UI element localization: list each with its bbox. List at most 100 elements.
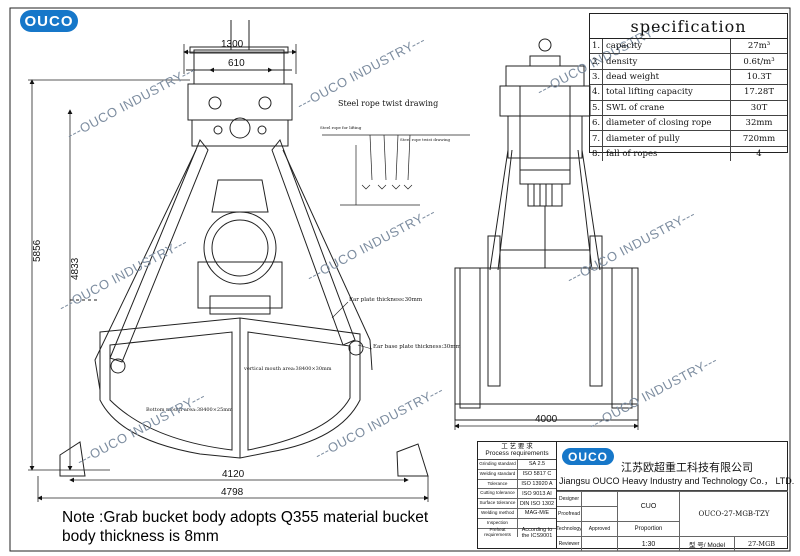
process-value: ISO 13920 A: [521, 480, 553, 487]
specification-table: specification 1.capacity 27m³ 2.density 0.…: [589, 13, 788, 162]
spec-value: 30T: [750, 102, 768, 113]
ear-base-label: Ear base plate thickness:30mm: [373, 344, 462, 350]
vertical-mouth-label: vertical mouth area:38400×30mm: [243, 366, 332, 372]
dim-total-height: 5856: [32, 239, 43, 262]
drawing-number: OUCO-27-MGB-TZY: [679, 491, 788, 536]
spec-no: 2.: [590, 54, 603, 69]
spec-no: 6.: [590, 115, 603, 131]
spec-name: density: [603, 54, 731, 69]
spec-value: 10.3T: [746, 71, 772, 82]
spec-name: total lifting capacity: [603, 85, 731, 100]
model-label: 型 号/ Model: [679, 536, 734, 551]
cell-empty: [581, 506, 617, 521]
company-name-en: Jiangsu OUCO Heavy Industry and Technolo…: [559, 476, 795, 486]
dim-inner-height: 4833: [70, 257, 81, 280]
process-key: Welding standard: [478, 469, 518, 479]
process-requirements-table: 工 艺 要 求 Process requirements Grinding st…: [477, 441, 557, 549]
process-row: Inspection: [478, 518, 556, 529]
cell-proofread: Proofread: [557, 506, 581, 521]
spec-value: 0.6t/m³: [743, 56, 775, 67]
spec-no: 8.: [590, 146, 603, 162]
process-key: Surface tolerance: [478, 499, 518, 508]
dim-top-width: 1300: [221, 39, 244, 50]
process-title-cn: 工 艺 要 求: [501, 443, 533, 450]
process-key: Grinding standard: [478, 460, 518, 469]
cell-empty: [581, 491, 617, 506]
title-block-logo: OUCO: [562, 448, 614, 465]
spec-row: 5.SWL of crane 30T: [590, 100, 787, 116]
spec-no: 1.: [590, 39, 603, 54]
spec-name: capacity: [603, 39, 731, 54]
process-value: ISO 5817 C: [522, 471, 552, 478]
watermark-text: ---OUCO INDUSTRY---: [312, 382, 445, 462]
process-header: 工 艺 要 求 Process requirements: [478, 442, 556, 460]
process-row: Welding standard ISO 5817 C: [478, 469, 556, 480]
process-row: Welding method MAG-M/E: [478, 508, 556, 519]
process-key: Tolerance: [478, 479, 518, 489]
ear-plate-label: Ear plate thickness:30mm: [349, 297, 423, 303]
cell-designer: Designer: [557, 491, 581, 506]
watermark-text: ---OUCO INDUSTRY---: [564, 206, 697, 286]
rope-drawing-title: Steel rope twist drawing: [338, 99, 438, 108]
company-name-cn: 江苏欧超重工科技有限公司: [621, 461, 753, 474]
spec-no: 7.: [590, 131, 603, 146]
spec-value: 4: [756, 148, 762, 159]
process-value: ISO 9013 AI: [522, 490, 552, 497]
process-title: Process requirements: [485, 450, 549, 457]
spec-title: specification: [590, 14, 787, 39]
spec-name: diameter of pully: [603, 131, 731, 146]
material-note: Note :Grab bucket body adopts Q355 mater…: [62, 509, 429, 545]
process-key: Inspection: [478, 518, 518, 528]
front-view: [59, 20, 429, 477]
spec-row: 7.diameter of pully 720mm: [590, 131, 787, 147]
rope-twist-detail: [322, 134, 470, 206]
dim-open-width: 4798: [221, 487, 244, 498]
cell-proportion: Proportion: [617, 521, 679, 536]
process-value: According to the ICS9001: [521, 526, 553, 539]
spec-row: 4.total lifting capacity 17.28T: [590, 85, 787, 101]
cell-reviewer: Reviewer: [557, 536, 581, 551]
cell-technology: Technology: [556, 521, 582, 536]
dim-side-width: 4000: [535, 414, 558, 425]
cell-approved: Approved: [581, 521, 617, 536]
dim-closed-width: 4120: [222, 469, 245, 480]
model-value: 27-MGB: [734, 536, 788, 551]
spec-no: 4.: [590, 85, 603, 100]
title-block-grid: Designer Proofread Technology Reviewer A…: [556, 490, 788, 551]
spec-no: 5.: [590, 100, 603, 115]
cell-scale: 1:30: [617, 536, 679, 551]
watermark-text: ---OUCO INDUSTRY---: [304, 204, 437, 284]
watermark-text: ---OUCO INDUSTRY---: [586, 352, 719, 432]
spec-name: SWL of crane: [603, 100, 731, 115]
process-key: Welding method: [478, 508, 518, 518]
process-value: MAG-M/E: [524, 510, 550, 517]
spec-value: 17.28T: [743, 87, 774, 98]
dim-top-inner-width: 610: [228, 58, 245, 69]
spec-value: 720mm: [742, 133, 776, 144]
cell-cuo: CUO: [617, 491, 679, 521]
title-block: OUCO 江苏欧超重工科技有限公司 Jiangsu OUCO Heavy Ind…: [556, 441, 794, 551]
brand-logo: OUCO: [20, 10, 78, 32]
process-key: Cutting tolerance: [478, 489, 518, 499]
cell-empty: [581, 536, 617, 551]
process-key: Preheat requirements: [478, 527, 518, 538]
spec-row: 1.capacity 27m³: [590, 39, 787, 55]
spec-value: 32mm: [745, 118, 773, 129]
process-value: DIN ISO 1302: [519, 500, 555, 507]
side-view: [454, 38, 639, 421]
spec-row: 2.density 0.6t/m³: [590, 54, 787, 70]
spec-name: dead weight: [603, 69, 731, 85]
watermark-text: ---OUCO INDUSTRY---: [64, 62, 197, 142]
rope-twist-label: Steel rope twist drawing: [400, 137, 451, 142]
watermark-text: ---OUCO INDUSTRY---: [74, 388, 207, 468]
rope-lifting-label: Steel rope for lifting: [320, 125, 362, 130]
spec-value: 27m³: [747, 41, 771, 52]
